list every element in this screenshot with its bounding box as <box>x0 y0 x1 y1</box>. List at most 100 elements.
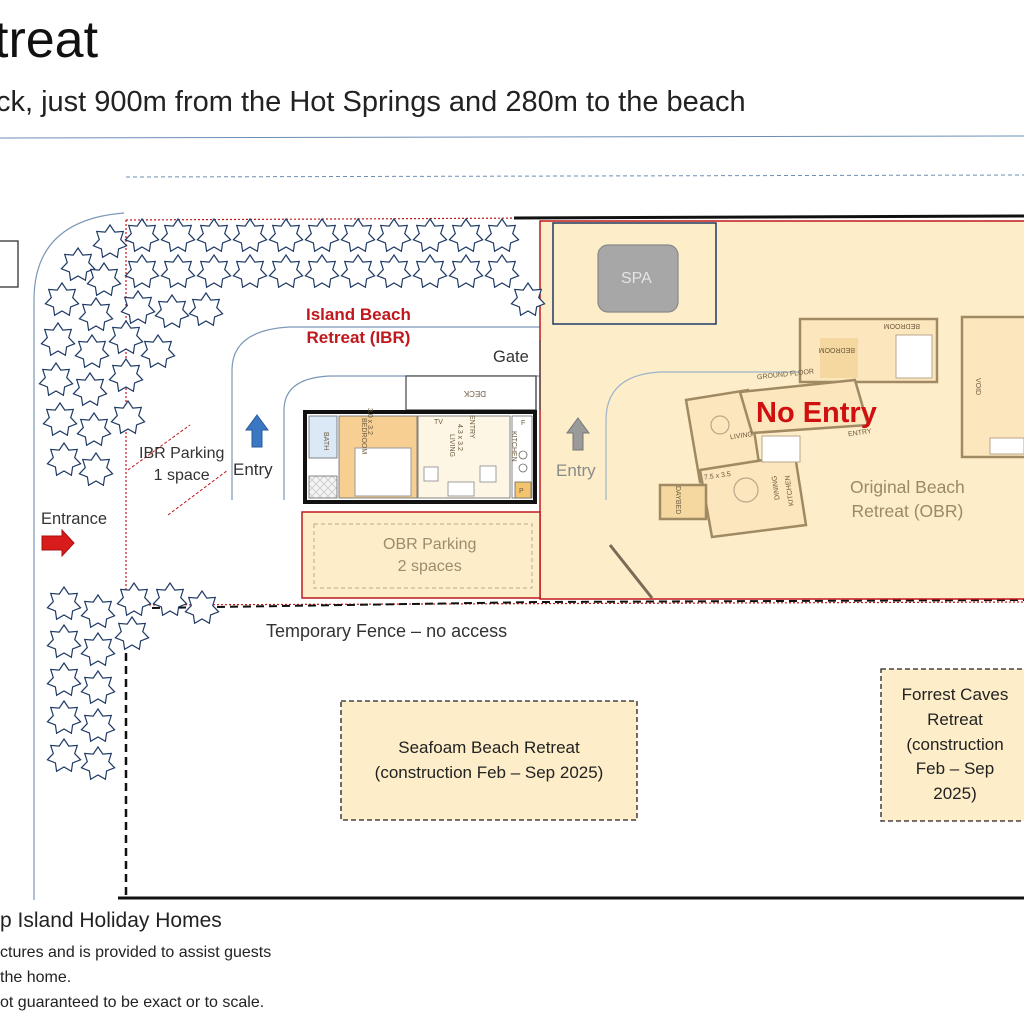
obr-kitchen-label: KITCHEN <box>784 475 795 506</box>
ibr-parking-line-2 <box>167 469 229 516</box>
tree-icon <box>268 217 304 253</box>
ibr-entry-label: ENTRY <box>468 415 475 439</box>
tree-icon <box>196 253 232 289</box>
ibr-entry-arrow-icon <box>245 414 269 448</box>
entrance-arrow-icon <box>41 528 75 558</box>
tree-icon <box>78 296 114 332</box>
tree-icon <box>46 441 82 477</box>
tree-icon <box>116 581 152 617</box>
ibr-parking-label: IBR Parking 1 space <box>139 443 224 486</box>
tree-icon <box>196 217 232 253</box>
forrest-line4: Feb – Sep <box>915 759 995 779</box>
obr-name: Original Beach Retreat (OBR) <box>850 476 965 523</box>
obr-gate-line <box>608 544 654 599</box>
ibr-bedroom-label: BEDROOM <box>360 418 367 454</box>
tree-icon <box>152 581 188 617</box>
tree-icon <box>38 361 74 397</box>
tree-icon <box>92 223 128 259</box>
ibr-p-label: P <box>519 488 524 495</box>
obr-floor-plan <box>658 315 1024 539</box>
ibr-name: Island Beach Retreat (IBR) <box>306 304 411 350</box>
seafoam-site <box>340 700 638 821</box>
tree-icon <box>232 253 268 289</box>
obr-dim-label: 7.5 x 3.5 <box>704 471 732 482</box>
page-subtitle: ck, just 900m from the Hot Springs and 2… <box>0 86 746 118</box>
tree-icon <box>376 253 412 289</box>
tree-icon <box>74 333 110 369</box>
tree-icon <box>448 217 484 253</box>
obr-bedroom-a-label: BEDROOM <box>819 346 855 353</box>
tree-icon <box>340 253 376 289</box>
no-entry-label: No Entry <box>756 397 877 429</box>
boundary-top <box>513 214 1024 220</box>
ibr-floor-plan <box>303 410 537 504</box>
page-title: treat <box>0 11 99 69</box>
obr-parking-line1: OBR Parking <box>383 536 477 553</box>
ibr-deck-label: DECK <box>463 389 486 398</box>
obr-entry-label: Entry <box>556 461 596 480</box>
seafoam-label: Seafoam Beach Retreat (construction Feb … <box>341 701 637 820</box>
tree-icon <box>114 615 150 651</box>
tree-icon <box>376 217 412 253</box>
obr-dining-label: DINING <box>771 475 781 500</box>
tree-icon <box>46 585 82 621</box>
gate-label: Gate <box>493 348 529 366</box>
footer-brand: p Island Holiday Homes <box>0 909 222 932</box>
tree-icon <box>160 217 196 253</box>
tree-icon <box>80 745 116 781</box>
tree-icon <box>124 217 160 253</box>
obr-daybed-label: DAYBED <box>674 486 681 514</box>
tree-icon <box>268 253 304 289</box>
fence-label: Temporary Fence – no access <box>266 621 508 641</box>
ibr-name-line1: Island Beach <box>306 305 411 324</box>
footer-note-1: ctures and is provided to assist guests <box>0 944 272 961</box>
obr-name-line2: Retreat (OBR) <box>851 500 964 521</box>
tree-icon <box>484 217 520 253</box>
forrest-line2: Retreat <box>927 710 983 730</box>
obr-parking-area <box>301 511 541 599</box>
obr-living-label: LIVING <box>730 431 754 441</box>
ibr-parking-line1: IBR Parking <box>139 445 225 462</box>
obr-parking-line2: 2 spaces <box>397 557 462 575</box>
ibr-entry-label: Entry <box>233 460 273 479</box>
ibr-living-label: LIVING <box>448 434 455 457</box>
tree-icon <box>78 451 114 487</box>
tree-icon <box>40 321 76 357</box>
tree-icon <box>140 333 176 369</box>
tree-icon <box>160 253 196 289</box>
seafoam-line2: (construction Feb – Sep 2025) <box>374 762 604 782</box>
left-edge-box <box>0 240 19 288</box>
ibr-parking-line-1 <box>127 424 191 471</box>
spa-pool <box>597 244 679 313</box>
obr-entry-label: ENTRY <box>848 428 873 438</box>
tree-belt <box>38 217 546 781</box>
forrest-line1: Forrest Caves <box>901 685 1009 705</box>
tree-icon <box>340 217 376 253</box>
tree-icon <box>42 401 78 437</box>
obr-entry-arrow-icon <box>566 417 590 451</box>
tree-icon <box>76 411 112 447</box>
footer-note-3: ot guaranteed to be exact or to scale. <box>0 994 265 1011</box>
ibr-name-line2: Retreat (IBR) <box>306 327 411 347</box>
tree-icon <box>412 217 448 253</box>
tree-icon <box>120 289 156 325</box>
ibr-tv-label: TV <box>434 419 443 426</box>
seafoam-line1: Seafoam Beach Retreat <box>398 737 580 757</box>
driveway-inner-edge <box>283 375 556 500</box>
ibr-parking-line2: 1 space <box>153 466 210 484</box>
tree-icon <box>154 293 190 329</box>
tree-icon <box>80 631 116 667</box>
forrest-line5: 2025) <box>933 783 977 803</box>
obr-name-line1: Original Beach <box>850 477 965 497</box>
driveway-edge <box>231 326 540 500</box>
tree-icon <box>412 253 448 289</box>
spa-label: SPA <box>621 270 652 287</box>
tree-icon <box>44 281 80 317</box>
tree-icon <box>304 253 340 289</box>
forrest-line3: (construction <box>906 734 1004 754</box>
ibr-kitchen-label: KITCHEN <box>510 431 517 462</box>
tree-icon <box>124 253 160 289</box>
ibr-bath-label: BATH <box>322 432 329 450</box>
boundary-dashed-line <box>125 174 1024 178</box>
